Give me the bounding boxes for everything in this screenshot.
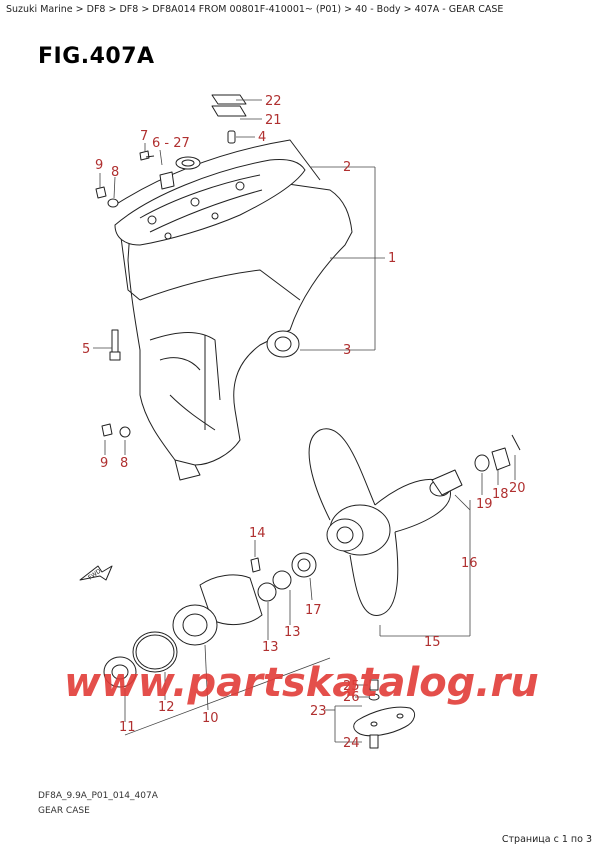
bolt-14 <box>250 557 261 573</box>
callout-20: 20 <box>509 481 526 496</box>
callout-13-left: 13 <box>262 640 279 655</box>
callout-17: 17 <box>305 603 322 618</box>
seals-13 <box>257 570 292 602</box>
bolt-7 <box>139 150 155 161</box>
callout-9-upper: 9 <box>95 158 103 173</box>
fwd-arrow-icon <box>79 565 113 581</box>
anode-23 <box>353 679 416 749</box>
callout-4: 4 <box>258 130 266 145</box>
callout-3: 3 <box>343 343 351 358</box>
callout-8-upper: 8 <box>111 165 119 180</box>
callout-2: 2 <box>343 160 351 175</box>
bolt-5 <box>109 329 121 361</box>
callout-22: 22 <box>265 94 282 109</box>
callout-25: 25 <box>343 679 360 694</box>
callout-13-right: 13 <box>284 625 301 640</box>
seal-22-21 <box>211 94 247 117</box>
bolt-9-washer-8-lower <box>101 423 131 438</box>
callout-11: 11 <box>119 720 136 735</box>
seal-3 <box>266 330 300 358</box>
callout-15: 15 <box>424 635 441 650</box>
callout-7: 7 <box>140 129 148 144</box>
pin-4 <box>227 130 236 144</box>
callout-12: 12 <box>158 700 175 715</box>
callout-21: 21 <box>265 113 282 128</box>
callout-14: 14 <box>249 526 266 541</box>
seal-11 <box>103 656 137 688</box>
callout-5: 5 <box>82 342 90 357</box>
callout-8-lower: 8 <box>120 456 128 471</box>
gear-case-housing <box>114 139 353 481</box>
callout-23: 23 <box>310 704 327 719</box>
figure-title: FIG.407A <box>38 44 155 69</box>
bolt-9-washer-8-upper <box>95 186 119 208</box>
callout-10: 10 <box>202 711 219 726</box>
watermark: www.partskatalog.ru <box>64 660 539 706</box>
callout-19: 19 <box>476 497 493 512</box>
bearing-6-27 <box>159 156 201 190</box>
callout-1: 1 <box>388 251 396 266</box>
bearing-17 <box>291 552 317 578</box>
callout-26: 26 <box>343 690 360 705</box>
callout-6-27: 6 - 27 <box>152 136 190 151</box>
diagram-name: GEAR CASE <box>38 806 90 816</box>
spacer-16 <box>429 469 463 497</box>
leader-lines <box>93 99 516 743</box>
callout-18: 18 <box>492 487 509 502</box>
callout-numbers: 22 21 4 7 6 - 27 2 9 8 1 5 3 9 8 20 18 1… <box>82 94 526 751</box>
callout-24: 24 <box>343 736 360 751</box>
page-indicator: Страница с 1 по 3 <box>501 834 592 845</box>
callout-16: 16 <box>461 556 478 571</box>
bearing-housing-10 <box>172 574 263 646</box>
propeller-15 <box>308 428 451 616</box>
washer-19-nut-18-pin-20 <box>474 434 521 472</box>
diagram-code: DF8A_9.9A_P01_014_407A <box>38 791 158 801</box>
callout-9-lower: 9 <box>100 456 108 471</box>
breadcrumb[interactable]: Suzuki Marine > DF8 > DF8 > DF8A014 FROM… <box>6 4 504 15</box>
o-ring-12 <box>132 631 178 673</box>
